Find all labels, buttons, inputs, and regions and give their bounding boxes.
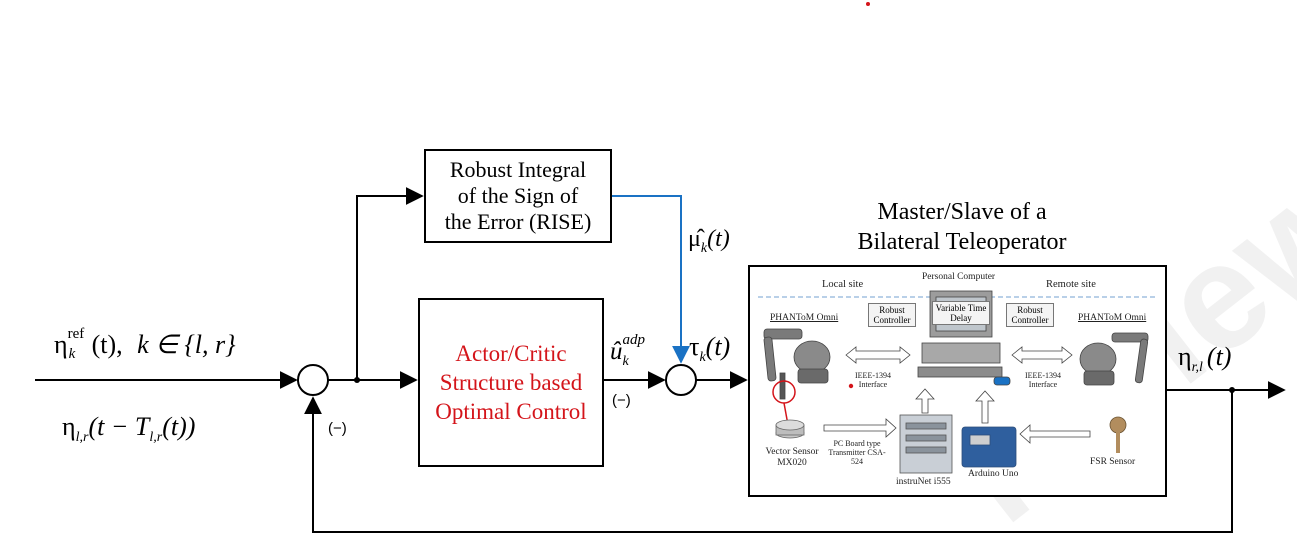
arduino-label: Arduino Uno	[968, 469, 1019, 479]
u-hat-base: û	[610, 338, 623, 365]
feedback-wire	[304, 390, 1233, 533]
output-arg: (t)	[1206, 342, 1232, 371]
double-arrow-right-ieee	[1011, 346, 1073, 364]
rise-input-wire	[356, 187, 424, 380]
teleoperator-system-block: Local site Remote site Personal Computer…	[748, 265, 1167, 497]
ac-output-minus-label: (−)	[612, 392, 631, 409]
eta-ref-base: η	[54, 330, 68, 359]
tau-arg: (t)	[705, 332, 731, 361]
tau-sub: k	[699, 350, 706, 366]
eta-delayed-tail: (t))	[162, 412, 196, 441]
u-hat-sub: k	[622, 354, 629, 369]
eta-delayed-sub: l,r	[75, 430, 89, 446]
rise-line-1: Robust Integral	[449, 157, 587, 182]
variable-time-delay-box: Variable Time Delay	[932, 301, 990, 325]
ieee-right-label: IEEE-1394 Interface	[1025, 371, 1061, 389]
remote-site-label: Remote site	[1046, 279, 1096, 290]
mu-hat-wire	[611, 195, 690, 364]
ac-line-2: Structure based	[439, 370, 583, 395]
vector-sensor-illustration	[775, 419, 805, 439]
red-dot-marker	[866, 2, 870, 6]
output-label: ηr,l(t)	[1178, 342, 1231, 376]
mu-hat-base: μ̂	[688, 226, 701, 252]
output-sub: r,l	[1191, 360, 1203, 376]
phantom-right-illustration	[1079, 332, 1149, 386]
phantom-left-label: PHANToM Omni	[770, 313, 839, 323]
ac-line-3: Optimal Control	[435, 399, 587, 424]
local-site-label: Local site	[822, 279, 864, 290]
tau-base: τ	[689, 332, 700, 361]
mu-hat-sub: k	[700, 240, 708, 256]
instrunet-illustration	[899, 414, 953, 474]
summing-junction-2	[665, 364, 697, 396]
eta-ref-arg: (t),	[91, 330, 123, 359]
mu-hat-label: μ̂k(t)	[688, 226, 730, 257]
robust-controller-left: Robust Controller	[868, 303, 916, 327]
summing-junction-1	[297, 364, 329, 396]
ieee-left-label: IEEE-1394 Interface	[855, 371, 891, 389]
eta-delayed-arg: (t − T	[88, 412, 150, 441]
mu-hat-arg: (t)	[707, 226, 730, 252]
vector-sensor-label: Vector Sensor MX020	[765, 447, 819, 468]
rise-line-2: of the Sign of	[457, 183, 579, 208]
eta-ref-sup: ref	[67, 326, 85, 342]
arrow-pc-board	[823, 418, 897, 438]
output-base: η	[1178, 342, 1192, 371]
eta-delayed-base: η	[62, 412, 76, 441]
phantom-left-illustration	[763, 328, 831, 400]
fsr-sensor-label: FSR Sensor	[1090, 457, 1136, 467]
ac-line-1: Actor/Critic	[455, 341, 567, 366]
u-hat-sup: adp	[622, 332, 646, 348]
arrow-fsr-to-arduino	[1019, 424, 1091, 444]
pc-board-label: PC Board type Transmitter CSA-524	[828, 439, 886, 466]
arrow-instrunet-up	[915, 388, 935, 414]
instrunet-label: instruNet i555	[896, 477, 951, 487]
fsr-sensor-illustration	[1109, 416, 1127, 453]
actor-critic-block: Actor/Critic Structure based Optimal Con…	[418, 298, 604, 467]
eta-ref-sub: k	[68, 346, 76, 362]
input-delayed-label: ηl,r(t − Tl,r(t))	[62, 412, 195, 446]
double-arrow-left-ieee	[845, 346, 911, 364]
system-title: Master/Slave of a Bilateral Teleoperator	[857, 197, 1066, 257]
system-title-line-1: Master/Slave of a	[877, 199, 1047, 225]
robust-controller-right: Robust Controller	[1006, 303, 1054, 327]
rise-block: Robust Integral of the Sign of the Error…	[424, 149, 612, 243]
eta-delayed-arg-sub: l,r	[149, 430, 163, 446]
arrow-arduino-up	[975, 390, 995, 424]
rise-line-3: the Error (RISE)	[444, 209, 592, 234]
red-dot-interface	[848, 383, 854, 389]
system-title-line-2: Bilateral Teleoperator	[857, 229, 1067, 255]
personal-computer-label: Personal Computer	[922, 272, 996, 282]
phantom-right-label: PHANToM Omni	[1078, 313, 1147, 323]
k-set-label: k ∈ {l, r}	[137, 330, 236, 359]
sum1-minus-label: (−)	[328, 420, 347, 437]
arduino-illustration	[961, 426, 1017, 468]
tau-label: τk(t)	[689, 332, 730, 366]
